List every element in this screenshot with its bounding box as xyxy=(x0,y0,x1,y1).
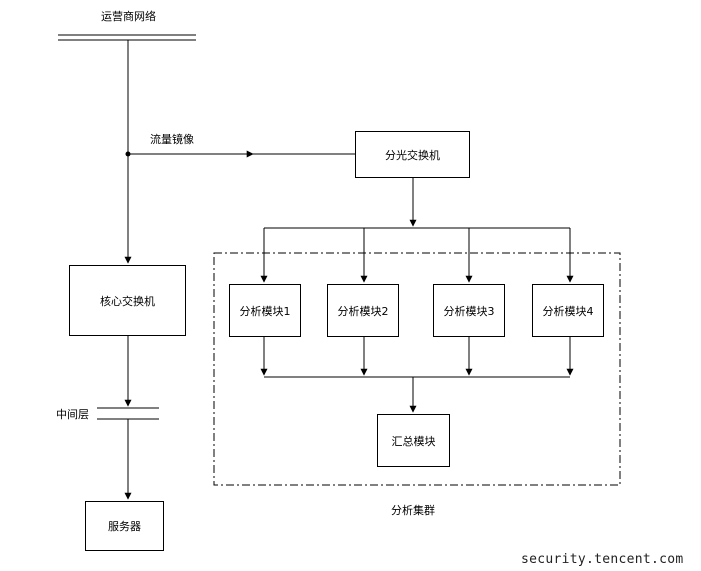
analysis-module-2-label: 分析模块2 xyxy=(337,304,389,318)
source-watermark: security.tencent.com xyxy=(521,552,684,567)
analysis-cluster-boundary xyxy=(213,252,621,486)
analysis-module-4-node: 分析模块4 xyxy=(532,284,604,337)
analysis-module-4-label: 分析模块4 xyxy=(542,304,594,318)
splitter-switch-node: 分光交换机 xyxy=(355,131,470,178)
splitter-switch-label: 分光交换机 xyxy=(385,148,440,162)
analysis-module-2-node: 分析模块2 xyxy=(327,284,399,337)
core-switch-node: 核心交换机 xyxy=(69,265,186,336)
server-node: 服务器 xyxy=(85,501,164,551)
aggregation-module-node: 汇总模块 xyxy=(377,414,450,467)
carrier-network-label: 运营商网络 xyxy=(101,10,156,23)
analysis-module-1-label: 分析模块1 xyxy=(239,304,291,318)
server-label: 服务器 xyxy=(108,520,141,533)
middle-layer-label: 中间层 xyxy=(56,408,89,421)
core-switch-label: 核心交换机 xyxy=(100,294,155,308)
aggregation-module-label: 汇总模块 xyxy=(391,434,436,448)
analysis-cluster-label: 分析集群 xyxy=(391,504,435,517)
analysis-module-3-node: 分析模块3 xyxy=(433,284,505,337)
analysis-module-3-label: 分析模块3 xyxy=(443,304,495,318)
analysis-module-1-node: 分析模块1 xyxy=(229,284,301,337)
traffic-mirror-label: 流量镜像 xyxy=(150,133,194,146)
